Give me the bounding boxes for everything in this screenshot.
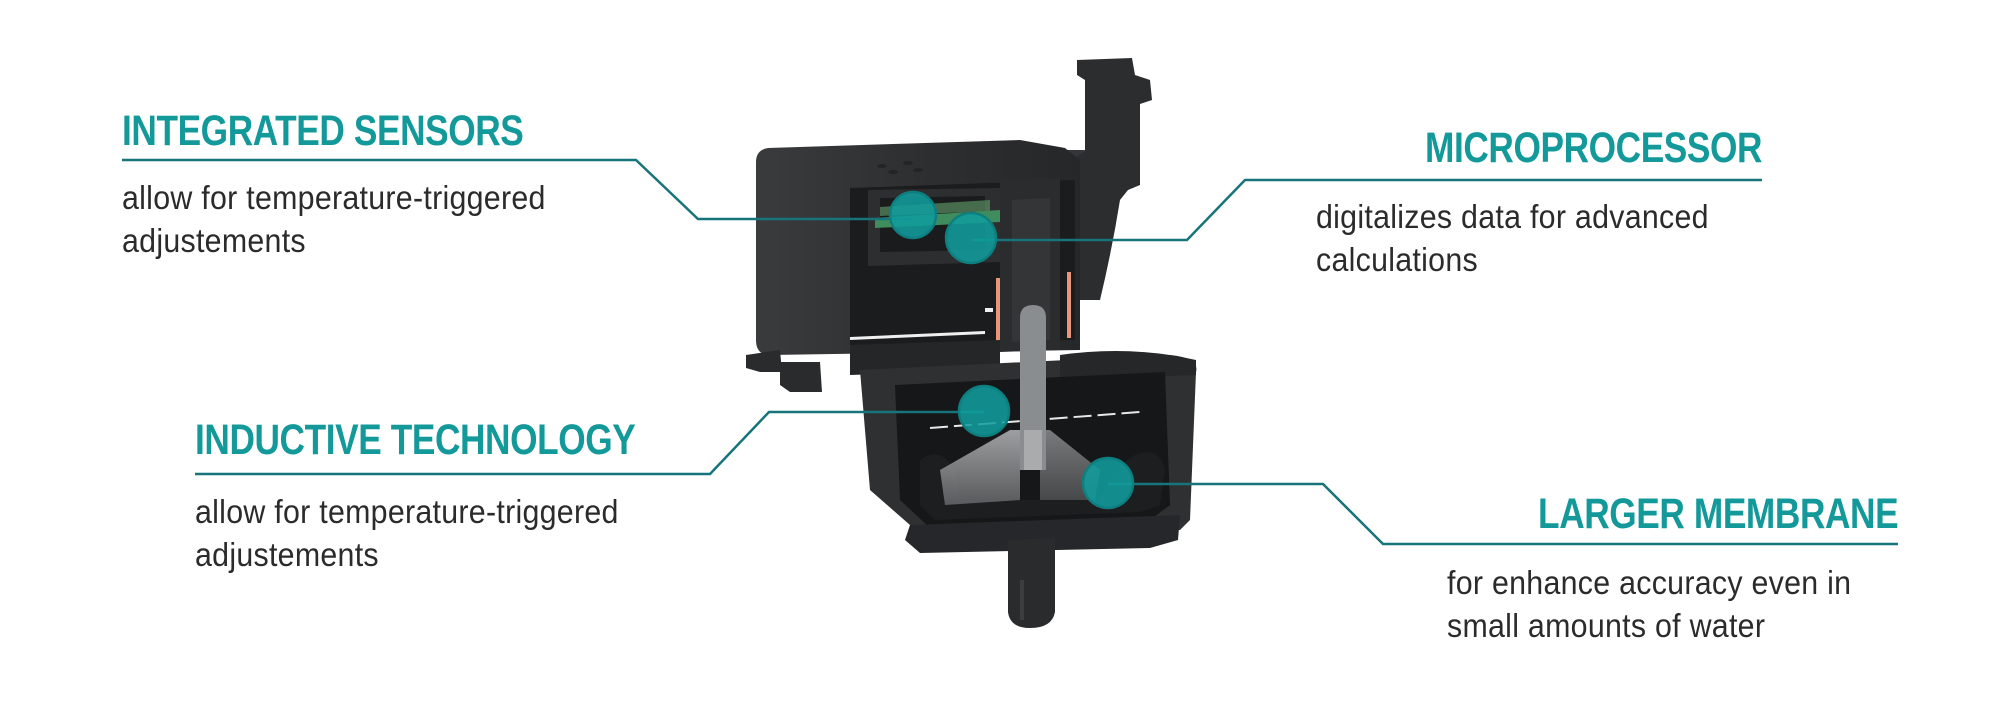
marker-larger-membrane[interactable]: [1081, 456, 1135, 510]
callout-desc-microprocessor-line2: calculations: [1316, 241, 1478, 278]
leader-line-larger-membrane: [1108, 482, 1898, 546]
leader-line-inductive-technology: [195, 410, 984, 476]
marker-microprocessor[interactable]: [944, 211, 998, 265]
callout-title-integrated-sensors: INTEGRATED SENSORS: [122, 107, 524, 155]
callout-desc-larger-membrane-line2: small amounts of water: [1447, 607, 1766, 644]
leader-line-microprocessor: [971, 178, 1762, 242]
callout-desc-inductive-technology-line1: allow for temperature-triggered: [195, 493, 619, 530]
callout-desc-microprocessor-line1: digitalizes data for advanced: [1316, 198, 1709, 235]
callout-desc-inductive-technology-line2: adjustements: [195, 536, 379, 573]
marker-inductive-technology[interactable]: [957, 384, 1011, 438]
copper-contact: [996, 278, 1000, 343]
callout-title-inductive-technology: INDUCTIVE TECHNOLOGY: [195, 416, 636, 464]
callout-desc-integrated-sensors-line2: adjustements: [122, 222, 306, 259]
callout-desc-larger-membrane-line1: for enhance accuracy even in: [1447, 564, 1852, 601]
callout-desc-integrated-sensors-line1: allow for temperature-triggered: [122, 179, 546, 216]
leader-line-integrated-sensors: [122, 158, 913, 221]
callout-title-microprocessor: MICROPROCESSOR: [1424, 124, 1763, 172]
marker-integrated-sensors[interactable]: [888, 190, 938, 240]
copper-contact: [1067, 272, 1071, 338]
callout-title-larger-membrane: LARGER MEMBRANE: [1537, 490, 1899, 538]
